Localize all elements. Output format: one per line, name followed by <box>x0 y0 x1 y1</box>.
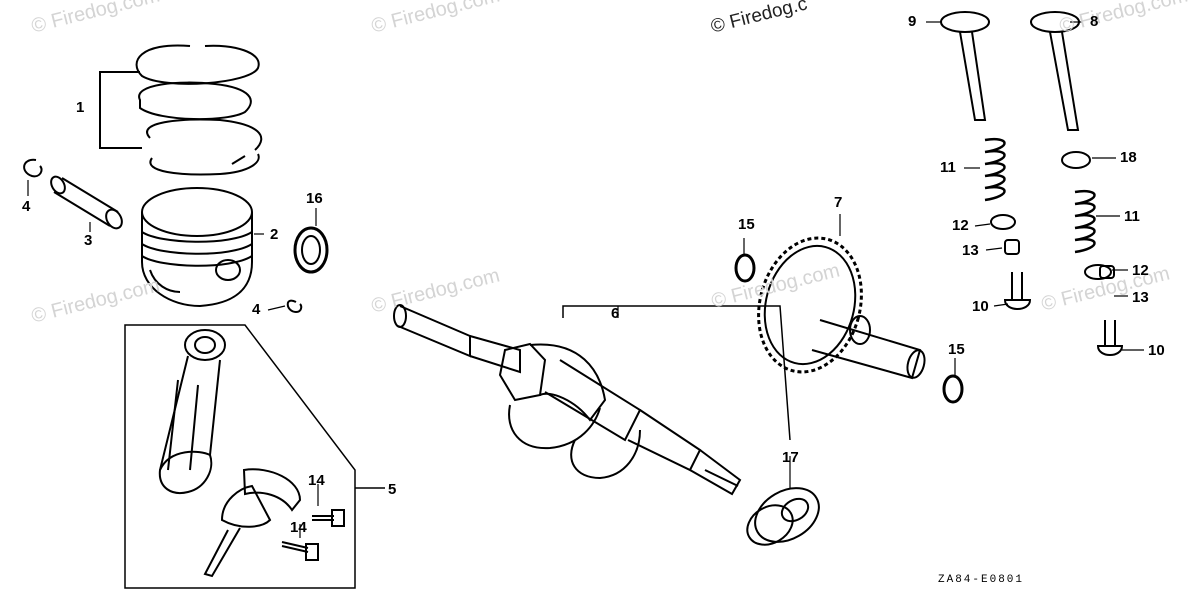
callout-10: 10 <box>1148 342 1165 359</box>
callout-13: 13 <box>962 242 979 259</box>
callout-12: 12 <box>1132 262 1149 279</box>
valve-spring-right <box>1074 189 1096 254</box>
callout-18: 18 <box>1120 149 1137 166</box>
exhaust-valve <box>940 11 990 121</box>
callout-9: 9 <box>908 13 917 30</box>
callout-10: 10 <box>972 298 989 315</box>
callout-11: 11 <box>940 159 956 176</box>
rod-cap <box>203 468 302 578</box>
diagram-code: ZA84-E0801 <box>938 574 1025 586</box>
callout-14: 14 <box>290 519 307 536</box>
callout-17: 17 <box>782 449 799 466</box>
callout-16: 16 <box>306 190 323 207</box>
camshaft <box>757 236 926 380</box>
callout-6: 6 <box>611 305 620 322</box>
callout-5: 5 <box>388 481 397 498</box>
callout-14: 14 <box>308 472 325 489</box>
connecting-rod <box>158 329 226 494</box>
callout-7: 7 <box>834 194 843 211</box>
callout-13: 13 <box>1132 289 1149 306</box>
piston-pin <box>50 175 123 230</box>
valve-spring-left <box>984 137 1006 202</box>
piston <box>141 187 253 308</box>
callout-1: 1 <box>76 99 85 116</box>
callout-4: 4 <box>22 198 31 215</box>
callout-15: 15 <box>948 341 965 358</box>
callout-12: 12 <box>952 217 969 234</box>
callout-8: 8 <box>1090 13 1099 30</box>
callout-11: 11 <box>1124 208 1140 225</box>
callout-4: 4 <box>252 301 261 318</box>
piston-rings <box>135 44 263 176</box>
callout-3: 3 <box>84 232 93 249</box>
callout-2: 2 <box>270 226 279 243</box>
bearing <box>746 487 820 546</box>
crankshaft <box>393 304 742 496</box>
callout-15: 15 <box>738 216 755 233</box>
